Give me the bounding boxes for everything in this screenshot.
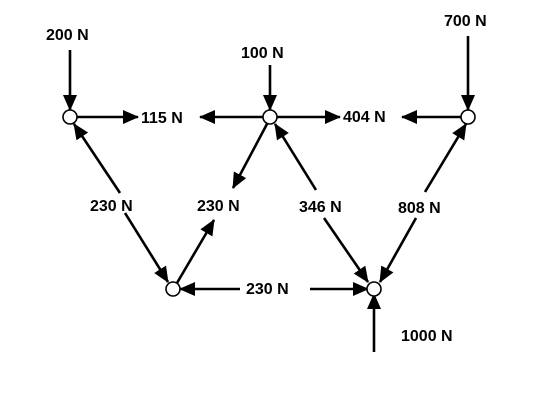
force-label-bottom-member: 230 N (246, 281, 289, 298)
force-label-top-right-member: 404 N (343, 109, 386, 126)
force-label-middle-left-diagonal: 230 N (197, 198, 240, 215)
member-right-diagonal-seg-a (423, 123, 468, 193)
force-label-left-diagonal: 230 N (90, 198, 133, 215)
member-middle-right-diagonal-seg-b (322, 217, 370, 283)
member-left-diagonal-seg-b (123, 212, 170, 283)
member-middle-right-diagonal-seg-a (273, 123, 318, 191)
node-top-right (460, 109, 476, 125)
member-right-diagonal-seg-b (378, 217, 418, 283)
node-top-left (62, 109, 78, 125)
load-label-top-left: 200 N (46, 27, 89, 44)
member-left-diagonal-seg-a (72, 123, 122, 194)
force-label-right-diagonal: 808 N (398, 200, 441, 217)
node-bottom-right (366, 281, 382, 297)
load-label-bottom-right: 1000 N (401, 328, 453, 345)
member-middle-left-diagonal-seg-b (175, 219, 216, 284)
member-middle-left-diagonal-seg-a (231, 123, 269, 189)
node-bottom-left (165, 281, 181, 297)
force-label-top-left-member: 115 N (141, 110, 183, 127)
node-top-middle (262, 109, 278, 125)
load-label-top-right: 700 N (444, 13, 487, 30)
force-label-middle-right-diagonal: 346 N (299, 199, 342, 216)
load-label-top-middle: 100 N (241, 45, 284, 62)
